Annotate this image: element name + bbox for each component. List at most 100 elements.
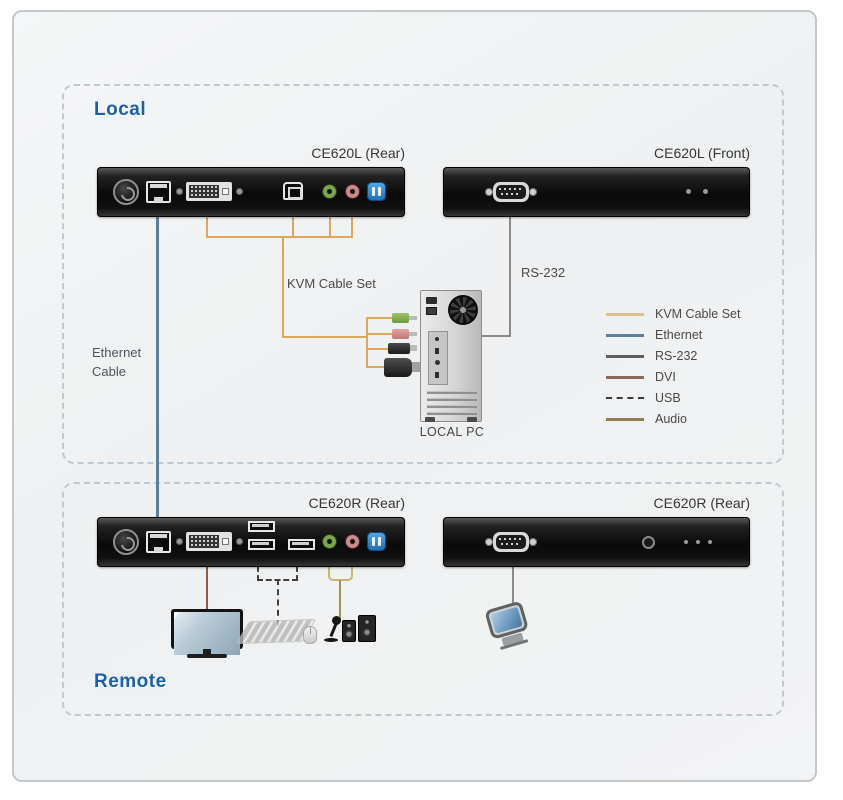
kvm-stub-usb-line (292, 217, 294, 238)
expansion-slot (427, 398, 477, 401)
local-pc-label: LOCAL PC (419, 425, 485, 439)
dvi-monitor-line (206, 567, 208, 612)
speakers-icon (342, 613, 378, 643)
audio-jack-pink-icon (346, 535, 359, 548)
usb-a-port-icon (248, 521, 275, 532)
device-ce620r-rear (97, 517, 405, 567)
dvi-screw-icon (236, 538, 243, 545)
device-label-ce620r-front: CE620R (Rear) (653, 495, 750, 511)
ethernet-port-icon (146, 531, 171, 553)
legend-line-rs232 (606, 354, 644, 358)
pc-foot (467, 417, 477, 422)
rs232-horizontal-line (482, 335, 511, 337)
mouse-icon (303, 626, 317, 644)
device-label-ce620r-rear: CE620R (Rear) (308, 495, 405, 511)
remote-zone-box (62, 482, 784, 716)
ethernet-port-icon (146, 181, 171, 203)
power-switch-icon (426, 307, 437, 315)
legend-item-kvm: KVM Cable Set (606, 307, 740, 321)
device-ce620l-rear (97, 167, 405, 217)
local-zone-box (62, 84, 784, 464)
db9-body (493, 532, 529, 552)
monitor-icon (171, 609, 243, 659)
legend-label: RS-232 (655, 349, 698, 363)
power-port-icon (113, 529, 139, 555)
expansion-slot (427, 391, 477, 394)
remote-zone-label: Remote (94, 671, 167, 692)
power-port-icon (113, 179, 139, 205)
expansion-slot (427, 405, 477, 408)
db9-serial-port-icon (485, 532, 537, 552)
device-ce620r-front (443, 517, 750, 567)
kvm-branch-usb-line (366, 348, 388, 350)
legend-label: USB (655, 391, 681, 405)
microphone-icon (322, 616, 342, 644)
usb-stub2-line (296, 567, 298, 580)
audio-jack-green-icon (323, 185, 336, 198)
remote-serial-line (512, 567, 514, 609)
legend-line-dvi (606, 375, 644, 379)
ethernet-cable-label: Ethernet Cable (92, 345, 142, 379)
led-icon (684, 540, 688, 544)
db9-serial-port-icon (485, 182, 537, 202)
legend-item-rs232: RS-232 (606, 349, 697, 363)
legend-label: Ethernet (655, 328, 703, 342)
dvi-port-icon (186, 182, 232, 201)
db9-screw-icon (485, 538, 493, 546)
usb-drop-line (277, 579, 279, 626)
front-panel-button-icon (642, 536, 655, 549)
ethernet-cable-line (156, 217, 159, 523)
legend-item-audio: Audio (606, 412, 687, 426)
pushbutton-blue-icon (367, 182, 386, 201)
led-icon (703, 189, 708, 194)
kvm-cable-set-label: KVM Cable Set (287, 276, 376, 291)
usb-plug-icon (388, 343, 418, 354)
kvm-stub-audio1-line (329, 217, 331, 238)
usb-a-port-icon (288, 539, 315, 550)
db9-screw-icon (529, 538, 537, 546)
audio-plug-pink-icon (392, 329, 418, 339)
usb-stub1-line (257, 567, 259, 580)
dvi-screw-icon (236, 188, 243, 195)
kvm-elbow-line (282, 336, 368, 338)
dvi-screw-icon (176, 188, 183, 195)
db9-screw-icon (485, 188, 493, 196)
device-label-ce620l-front: CE620L (Front) (654, 145, 750, 161)
legend-line-audio (606, 417, 644, 421)
legend-item-usb: USB (606, 391, 681, 405)
dvi-port-icon (186, 532, 232, 551)
expansion-slot (427, 412, 477, 415)
kvm-branch-pink-line (366, 333, 392, 335)
legend-item-ethernet: Ethernet (606, 328, 702, 342)
power-inlet-icon (426, 297, 437, 304)
dvi-screw-icon (176, 538, 183, 545)
legend-line-kvm (606, 312, 644, 316)
legend-label: KVM Cable Set (655, 307, 741, 321)
rs232-vertical-line (509, 217, 511, 337)
dvi-plug-icon (384, 358, 420, 377)
outer-frame (12, 10, 817, 782)
legend-line-ethernet (606, 333, 644, 337)
device-ce620l-front (443, 167, 750, 217)
kvm-bus-line (206, 236, 353, 238)
kvm-branch-green-line (366, 317, 392, 319)
rs232-label: RS-232 (521, 265, 566, 280)
db9-screw-icon (529, 188, 537, 196)
device-label-ce620l-rear: CE620L (Rear) (311, 145, 405, 161)
audio-bracket-line (328, 567, 353, 581)
audio-plug-green-icon (392, 313, 418, 323)
led-icon (708, 540, 712, 544)
io-panel (428, 331, 448, 385)
pushbutton-blue-icon (367, 532, 386, 551)
kvm-branch-dvi-line (366, 366, 384, 368)
kvm-trunk-line (282, 236, 284, 338)
led-icon (686, 189, 691, 194)
audio-jack-green-icon (323, 535, 336, 548)
local-pc-icon (420, 290, 482, 422)
kvm-feeder-line (366, 317, 368, 368)
usb-a-port-icon (248, 539, 275, 550)
kvm-stub-audio2-line (351, 217, 353, 238)
pc-foot (425, 417, 435, 422)
kvm-stub-dvi-line (206, 217, 208, 238)
local-zone-label: Local (94, 99, 147, 120)
